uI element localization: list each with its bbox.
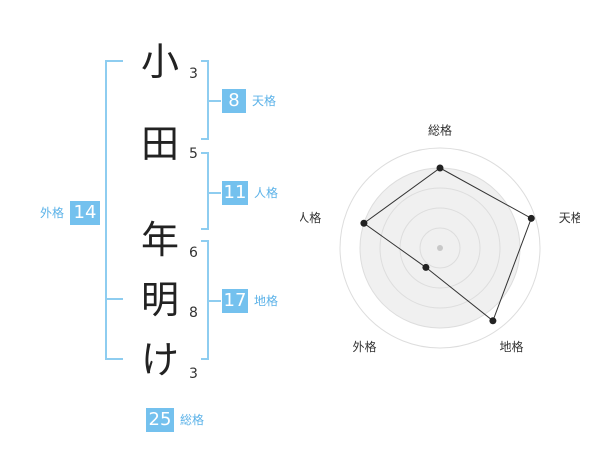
soukaku-value: 25: [146, 408, 174, 432]
chikaku-bracket-bottom: [201, 358, 209, 360]
tenkaku-bracket-stem: [209, 100, 221, 102]
chikaku-bracket-top: [201, 240, 209, 242]
stroke-count-5: 3: [189, 366, 198, 382]
chikaku-label: 地格: [254, 294, 279, 308]
radar-point-2: [527, 214, 535, 222]
tenkaku-label: 天格: [252, 94, 277, 108]
chikaku-bracket-vertical: [207, 240, 209, 360]
radar-ring-2: [399, 207, 481, 289]
radar-ring-5: [339, 147, 541, 349]
gaikaku-bracket-mid: [105, 298, 123, 300]
gaikaku-label: 外格: [40, 206, 65, 220]
tenkaku-value: 8: [222, 89, 246, 113]
name-char-5: け: [140, 338, 179, 382]
jinkaku-bracket-stem: [209, 192, 221, 194]
jinkaku-value: 11: [222, 181, 248, 205]
stroke-count-1: 3: [189, 66, 198, 82]
chikaku-bracket-stem: [209, 300, 221, 302]
name-char-4: 明: [140, 278, 179, 322]
tenkaku-bracket-vertical: [207, 60, 209, 140]
radar-axis-label-3: 地格: [499, 339, 523, 354]
stroke-count-3: 6: [189, 245, 198, 261]
stroke-count-4: 8: [189, 305, 198, 321]
gaikaku-bracket-vertical: [105, 60, 107, 360]
radar-polygon: [363, 167, 532, 322]
name-char-3: 年: [140, 218, 179, 262]
radar-axis-label-5: 人格: [300, 210, 321, 225]
radar-point-1: [436, 164, 444, 172]
gaikaku-value: 14: [70, 201, 100, 225]
gaikaku-bracket-top: [105, 60, 123, 62]
name-char-1: 小: [140, 40, 179, 84]
soukaku-label: 総格: [180, 413, 205, 427]
radar-point-5: [360, 219, 368, 227]
radar-center-dot: [437, 245, 443, 251]
stroke-count-2: 5: [189, 146, 198, 162]
radar-axis-label-4: 外格: [353, 339, 377, 354]
jinkaku-bracket-bottom: [201, 228, 209, 230]
jinkaku-bracket-top: [201, 152, 209, 154]
name-char-2: 田: [140, 122, 179, 166]
jinkaku-bracket-vertical: [207, 152, 209, 230]
gaikaku-bracket-bottom: [105, 358, 123, 360]
radar-point-4: [422, 263, 430, 271]
radar-ring-3: [379, 187, 501, 309]
jinkaku-label: 人格: [254, 186, 279, 200]
radar-ring-1: [419, 227, 461, 269]
tenkaku-bracket-bottom: [201, 138, 209, 140]
tenkaku-bracket-top: [201, 60, 209, 62]
radar-point-3: [489, 317, 497, 325]
chikaku-value: 17: [222, 289, 248, 313]
radar-axis-label-1: 総格: [428, 123, 452, 138]
radar-axis-label-2: 天格: [559, 210, 580, 225]
